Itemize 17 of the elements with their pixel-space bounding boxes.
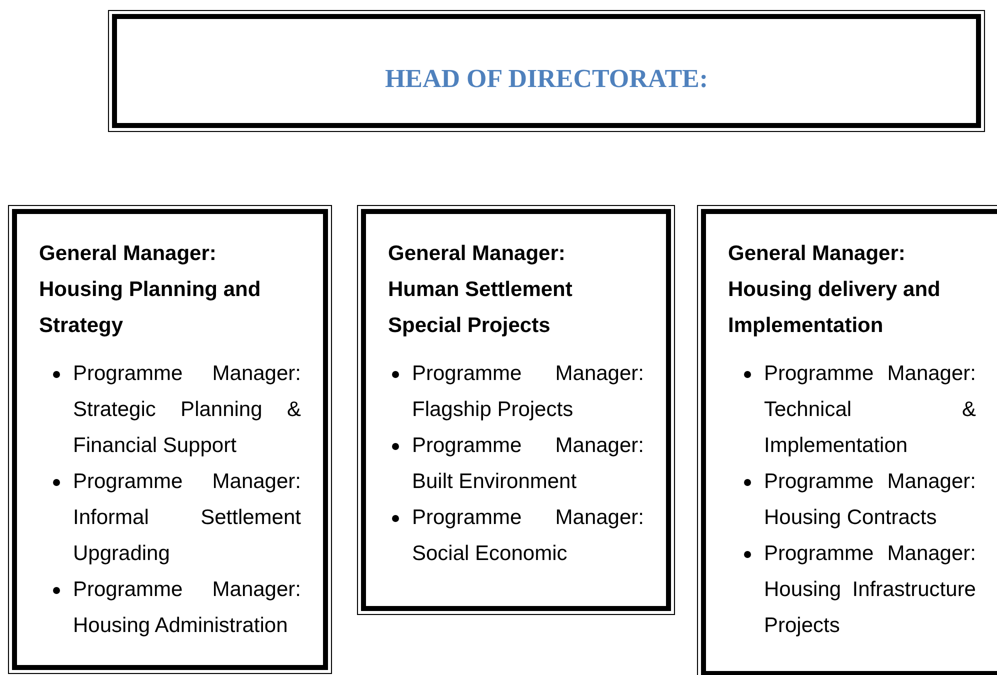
department-box: [357, 205, 675, 615]
programme-item: Programme Manager: Housing Contracts: [764, 469, 976, 531]
programme-item: Programme Manager: Flagship Projects: [412, 361, 644, 423]
programme-item: Programme Manager: Technical & Implementation: [764, 361, 976, 459]
programme-item: Programme Manager: Housing Administration: [73, 577, 301, 639]
manager-heading: General Manager: Housing Planning and Strategy: [39, 241, 262, 339]
programme-item: Programme Manager: Housing Infrastructure Projects: [764, 541, 976, 639]
manager-heading: General Manager: Human Settlement Special Projects: [388, 241, 574, 339]
title-text: HEAD OF DIRECTORATE:: [384, 62, 708, 94]
title-box: [108, 10, 985, 132]
programme-item: Programme Manager: Social Economic: [412, 505, 644, 567]
manager-heading: General Manager: Housing delivery and Implementation: [728, 241, 942, 339]
programme-item: Programme Manager: Strategic Planning & Financial Support: [73, 361, 301, 459]
department-box: [8, 205, 332, 674]
programme-item: Programme Manager: Informal Settlement Upgrading: [73, 469, 301, 567]
programme-item: Programme Manager: Built Environment: [412, 433, 644, 495]
department-box: [697, 205, 997, 675]
